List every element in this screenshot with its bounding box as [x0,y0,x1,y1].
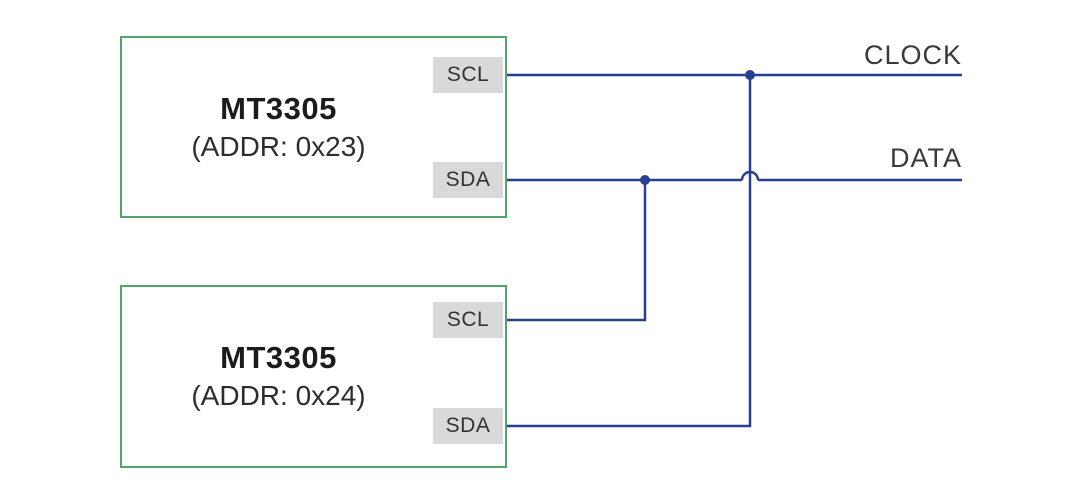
chip1-pin-scl: SCL [433,57,503,93]
chip-address: (ADDR: 0x23) [191,130,366,162]
chip-mt3305-0x23: MT3305 (ADDR: 0x23) [120,36,507,218]
junction-dot [640,175,650,185]
data-bus-hop-over-wire [740,170,760,181]
chip-name: MT3305 [220,90,337,126]
chip2-scl-wire [507,180,647,322]
chip-label-block: MT3305 (ADDR: 0x24) [122,287,435,466]
chip-label-block: MT3305 (ADDR: 0x23) [122,38,435,216]
bus-label-data: DATA [889,143,962,173]
chip1-pin-sda: SDA [433,162,503,198]
chip-address: (ADDR: 0x24) [191,380,366,412]
junction-dot [745,70,755,80]
chip2-pin-scl: SCL [433,302,503,338]
chip-mt3305-0x24: MT3305 (ADDR: 0x24) [120,285,507,468]
bus-label-clock: CLOCK [863,40,962,70]
chip2-sda-wire [507,75,752,428]
chip-name: MT3305 [220,340,337,376]
chip2-pin-sda: SDA [433,408,503,444]
